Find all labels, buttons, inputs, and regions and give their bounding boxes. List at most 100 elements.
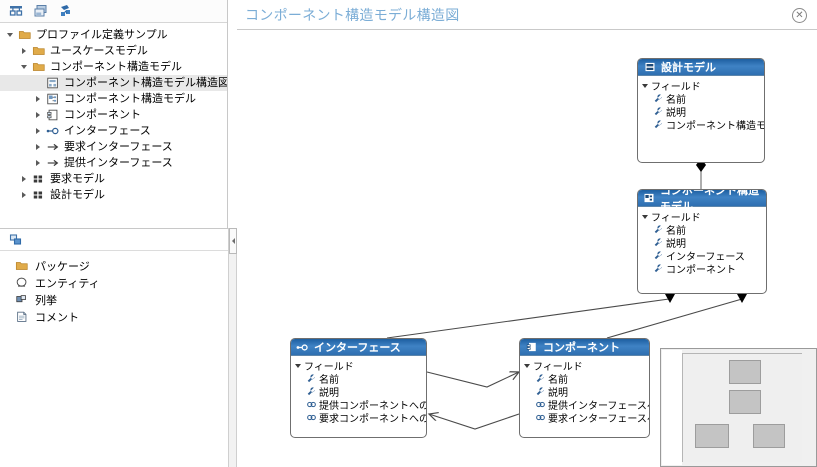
diagram-minimap[interactable] xyxy=(660,348,817,467)
uml-attribute[interactable]: 提供コンポーネントへの参照 xyxy=(291,398,427,412)
uml-field-group-label: フィールド xyxy=(533,362,583,373)
field-icon xyxy=(652,93,664,104)
tree-item[interactable]: プロファイル定義サンプル xyxy=(0,27,227,43)
palette-item[interactable]: コメント xyxy=(0,308,228,325)
uml-attribute[interactable]: コンポーネント xyxy=(638,262,766,276)
uml-attribute[interactable]: 提供インターフェースへの参照 xyxy=(520,398,649,412)
field-icon xyxy=(534,373,546,384)
diamond-structure-to-component xyxy=(737,294,747,303)
folder-icon xyxy=(31,60,47,74)
chevron-down-icon[interactable] xyxy=(641,212,651,222)
palette-item[interactable]: パッケージ xyxy=(0,257,228,274)
chevron-right-icon[interactable] xyxy=(18,171,31,187)
diagram-canvas[interactable]: 設計モデルフィールド名前説明コンポーネント構造モデルコンポーネント構造モデルフィ… xyxy=(237,31,817,467)
tree-item[interactable]: コンポーネント xyxy=(0,107,227,123)
comment-icon xyxy=(14,310,30,324)
tree-item[interactable]: ユースケースモデル xyxy=(0,43,227,59)
palette-panel: パッケージエンティティ列挙コメント xyxy=(0,228,228,467)
chevron-right-icon[interactable] xyxy=(18,43,31,59)
chevron-down-icon[interactable] xyxy=(4,27,17,43)
uml-attribute[interactable]: 説明 xyxy=(520,385,649,399)
arrow-right-icon xyxy=(45,156,61,170)
chevron-right-icon[interactable] xyxy=(18,187,31,203)
uml-attribute[interactable]: 名前 xyxy=(638,223,766,237)
splitter-collapse-handle[interactable] xyxy=(229,228,237,254)
tree-item[interactable]: 要求モデル xyxy=(0,171,227,187)
model-tree[interactable]: プロファイル定義サンプルユースケースモデルコンポーネント構造モデルコンポーネント… xyxy=(0,23,227,228)
tree-item[interactable]: コンポーネント構造モデル xyxy=(0,91,227,107)
uml-field-group[interactable]: フィールド xyxy=(520,359,649,373)
chevron-right-icon[interactable] xyxy=(32,139,45,155)
tree-item-label: 提供インターフェース xyxy=(64,157,173,169)
diamond-structure-to-interface xyxy=(665,294,675,303)
uml-node-design-model[interactable]: 設計モデルフィールド名前説明コンポーネント構造モデル xyxy=(637,58,765,163)
minimap-viewport[interactable] xyxy=(682,353,802,462)
chevron-down-icon[interactable] xyxy=(294,361,304,371)
uml-field-group[interactable]: フィールド xyxy=(638,210,766,224)
tree-item[interactable]: コンポーネント構造モデル xyxy=(0,59,227,75)
field-icon xyxy=(652,119,664,130)
uml-attribute[interactable]: 名前 xyxy=(520,372,649,386)
uml-attribute[interactable]: 名前 xyxy=(638,92,764,106)
palette-item[interactable]: エンティティ xyxy=(0,274,228,291)
uml-node-title: 設計モデル xyxy=(661,62,716,74)
tree-item[interactable]: 設計モデル xyxy=(0,187,227,203)
copy-model-icon[interactable] xyxy=(33,3,49,19)
tree-item-label: コンポーネント構造モデル xyxy=(50,61,182,73)
chevron-right-icon[interactable] xyxy=(32,107,45,123)
uml-node-body: フィールド名前説明コンポーネント構造モデル xyxy=(638,76,764,132)
uml-field-group[interactable]: フィールド xyxy=(638,79,764,93)
tree-item-label: ユースケースモデル xyxy=(50,45,148,57)
chevron-down-icon[interactable] xyxy=(18,59,31,75)
tree-item-label: インターフェース xyxy=(64,125,151,137)
uml-attribute[interactable]: 要求コンポーネントへの参照 xyxy=(291,411,426,425)
palette-items[interactable]: パッケージエンティティ列挙コメント xyxy=(0,251,228,325)
chevron-right-icon[interactable] xyxy=(32,155,45,171)
uml-attribute[interactable]: 説明 xyxy=(638,236,766,250)
model-icon xyxy=(31,172,47,186)
uml-attribute[interactable]: インターフェース xyxy=(638,249,766,263)
component-icon xyxy=(45,108,61,122)
uml-field-group[interactable]: フィールド xyxy=(291,359,426,373)
arrow-right-icon xyxy=(45,140,61,154)
field-icon xyxy=(305,386,317,397)
uml-node-component-structure-model[interactable]: コンポーネント構造モデルフィールド名前説明インターフェースコンポーネント xyxy=(637,189,767,294)
tree-item[interactable]: コンポーネント構造モデル構造図 xyxy=(0,75,227,91)
palette-item[interactable]: 列挙 xyxy=(0,291,228,308)
uml-node-interface[interactable]: インターフェースフィールド名前説明提供コンポーネントへの参照要求コンポーネントへ… xyxy=(290,338,427,438)
uml-attribute[interactable]: コンポーネント構造モデル xyxy=(638,118,764,132)
uml-attribute[interactable]: 要求インターフェースへの参照 xyxy=(520,411,649,425)
palette-item-label: パッケージ xyxy=(35,260,90,273)
link-model-icon[interactable] xyxy=(8,3,24,19)
uml-attribute-label: 名前 xyxy=(666,95,686,106)
palette-icon[interactable] xyxy=(8,232,24,248)
uml-attribute-label: 提供コンポーネントへの参照 xyxy=(319,401,427,412)
chevron-down-icon[interactable] xyxy=(641,81,651,91)
model-icon xyxy=(31,188,47,202)
tree-item-label: プロファイル定義サンプル xyxy=(36,29,168,41)
uml-attribute-label: 説明 xyxy=(548,388,568,399)
chevron-down-icon[interactable] xyxy=(523,361,533,371)
uml-attribute[interactable]: 名前 xyxy=(291,372,426,386)
uml-attribute-label: 名前 xyxy=(666,226,686,237)
uml-attribute-label: コンポーネント xyxy=(666,265,736,276)
stereotype-icon xyxy=(643,192,655,205)
dock-splitter[interactable] xyxy=(228,228,237,467)
tree-item[interactable]: 提供インターフェース xyxy=(0,155,227,171)
chevron-right-icon[interactable] xyxy=(32,91,45,107)
profile-icon[interactable] xyxy=(58,3,74,19)
uml-attribute[interactable]: 説明 xyxy=(291,385,426,399)
enumeration-icon xyxy=(14,293,30,307)
entity-class-icon xyxy=(643,61,656,74)
chevron-right-icon[interactable] xyxy=(32,123,45,139)
reference-icon xyxy=(305,412,317,423)
tree-item[interactable]: 要求インターフェース xyxy=(0,139,227,155)
close-circle-icon[interactable]: ✕ xyxy=(792,8,807,23)
edge-composition-structure-to-component xyxy=(606,298,743,339)
component-icon xyxy=(525,341,538,354)
uml-attribute[interactable]: 説明 xyxy=(638,105,764,119)
uml-node-component[interactable]: コンポーネントフィールド名前説明提供インターフェースへの参照要求インターフェース… xyxy=(519,338,650,438)
tree-item[interactable]: インターフェース xyxy=(0,123,227,139)
uml-attribute-label: 説明 xyxy=(666,108,686,119)
folder-icon xyxy=(31,44,47,58)
